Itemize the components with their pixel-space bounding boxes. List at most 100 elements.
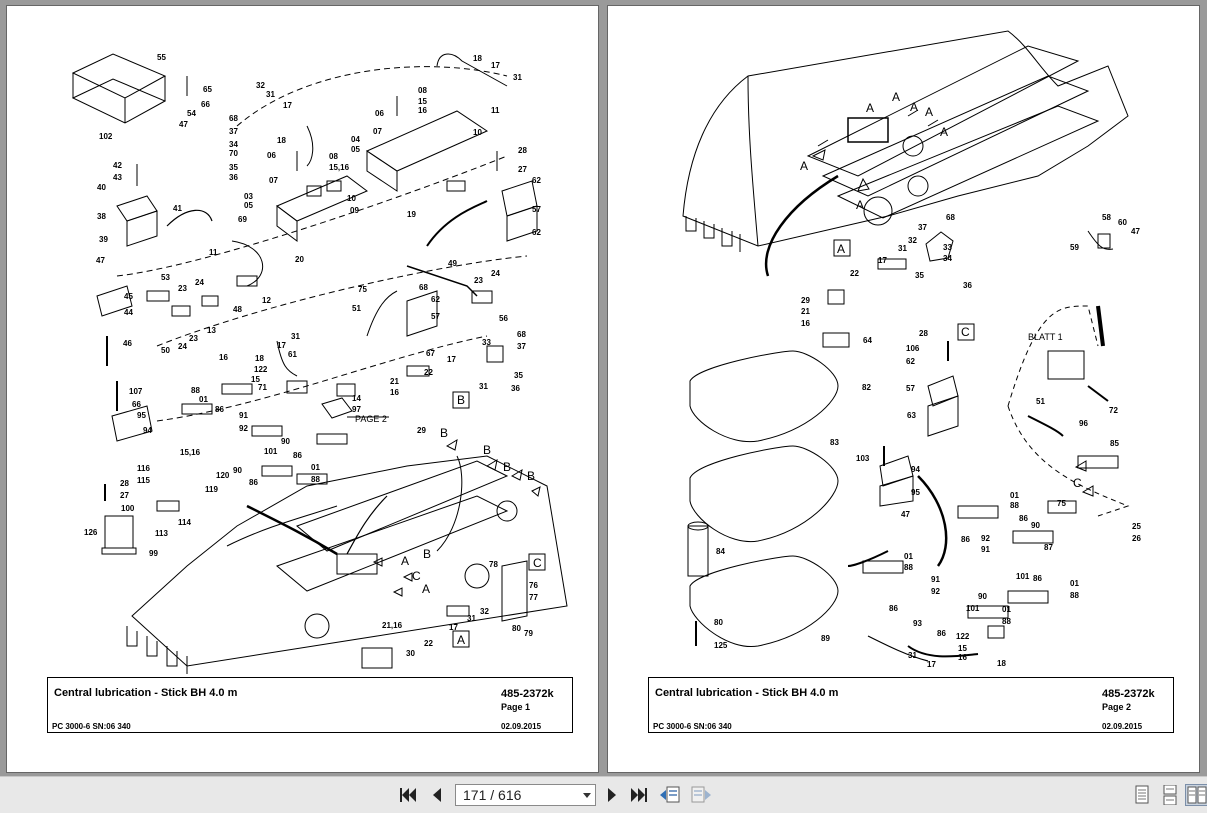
part-label: 92 [239,424,248,433]
part-label: 19 [407,210,416,219]
part-label: 11 [491,106,500,115]
part-label: 92 [981,534,990,543]
part-label: 33 [482,338,491,347]
part-label: 95 [911,488,920,497]
callout-A: A [457,633,465,647]
first-page-button[interactable] [397,784,419,806]
part-label: 69 [238,215,247,224]
part-label: 51 [1036,397,1045,406]
part-label: 87 [1044,543,1053,552]
part-label: 115 [137,476,150,485]
part-label: 101 [264,447,278,456]
part-label: 23 [178,284,187,293]
part-label: 30 [406,649,415,658]
part-label: 01 [1010,491,1019,500]
callout-A: A [910,100,918,114]
part-label: 122 [956,632,970,641]
part-label: 114 [178,518,191,527]
next-page-button[interactable] [601,784,623,806]
page-number-select[interactable]: 171 / 616 [455,784,596,806]
part-label: 16 [958,653,967,662]
part-label: 24 [195,278,204,287]
part-label: 68 [517,330,526,339]
callout-A: A [940,125,948,139]
part-label: 106 [906,344,920,353]
facing-pages-view-icon [1187,786,1207,804]
part-label: 122 [254,365,268,374]
part-label: 78 [489,560,498,569]
part-label: 42 [113,161,122,170]
part-label: 68 [419,283,428,292]
part-label: 86 [215,405,224,414]
single-page-view-icon [1135,785,1149,804]
part-label: 66 [132,400,141,409]
part-label: 88 [191,386,200,395]
part-label: 84 [716,547,725,556]
part-label: 15 [418,97,427,106]
single-page-view-button[interactable] [1131,784,1153,806]
part-label: 29 [801,296,810,305]
part-label: 16 [219,353,228,362]
part-label: 126 [84,528,98,537]
part-label: 27 [120,491,129,500]
part-label: 85 [1110,439,1119,448]
part-label: 08 [418,86,427,95]
part-label: 24 [178,342,187,351]
drawing-title: Central lubrication - Stick BH 4.0 m [655,687,839,699]
callout-B: B [457,393,465,407]
part-label: 01 [199,395,208,404]
next-page-icon [608,788,616,802]
part-label: 88 [1010,501,1019,510]
part-label: 26 [1132,534,1141,543]
part-label: 57 [906,384,915,393]
part-label: 31 [898,244,907,253]
part-label: 28 [518,146,527,155]
part-label: 80 [512,624,521,633]
part-label: 36 [511,384,520,393]
first-page-icon [400,788,416,802]
last-page-button[interactable] [628,784,650,806]
title-block: Central lubrication - Stick BH 4.0 m PC … [648,677,1174,733]
part-label: 120 [216,471,230,480]
part-label: 65 [203,85,212,94]
previous-page-icon [433,788,441,802]
part-label: 17 [449,623,458,632]
part-label: 82 [862,383,871,392]
parts-drawing-1: 55 65 66 54 47 102 32 31 17 18 68 37 34 … [71,53,568,674]
part-label: 80 [714,618,723,627]
go-forward-button[interactable] [690,784,712,806]
part-label: 27 [518,165,527,174]
facing-pages-view-button[interactable] [1185,784,1207,806]
part-label: 08 [329,152,338,161]
document-viewport[interactable]: 55 65 66 54 47 102 32 31 17 18 68 37 34 … [0,0,1207,776]
part-label: 77 [529,593,538,602]
part-label: 40 [97,183,106,192]
drawing-title: Central lubrication - Stick BH 4.0 m [54,687,238,699]
callout-C: C [533,556,542,570]
part-label: 47 [1131,227,1140,236]
part-label: 17 [927,660,936,669]
part-label: 28 [919,329,928,338]
part-label: 04 [351,135,360,144]
go-forward-icon [691,786,711,803]
callout-B: B [423,547,431,561]
callout-A: A [800,159,808,173]
part-label: 21,16 [382,621,403,630]
callout-A: A [837,242,845,256]
part-label: 18 [473,54,482,63]
part-label: 101 [1016,572,1030,581]
go-back-button[interactable] [659,784,681,806]
part-label: 34 [229,140,238,149]
part-label: 07 [373,127,382,136]
title-block: Central lubrication - Stick BH 4.0 m PC … [47,677,573,733]
callout-A: A [401,554,409,568]
part-label: 86 [249,478,258,487]
part-label: 99 [149,549,158,558]
continuous-view-button[interactable] [1159,784,1181,806]
part-label: 35 [915,271,924,280]
part-label: 83 [830,438,839,447]
callout-B: B [503,460,511,474]
part-label: 07 [269,176,278,185]
part-label: 16 [390,388,399,397]
previous-page-button[interactable] [426,784,448,806]
